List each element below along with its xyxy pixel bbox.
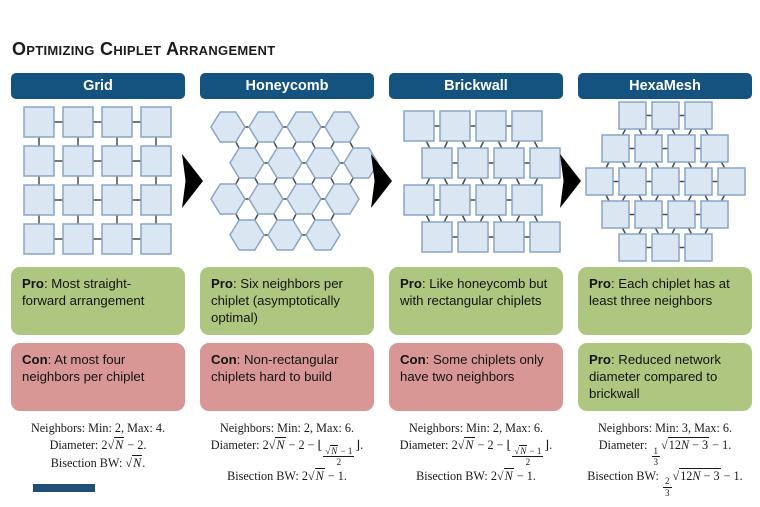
con-label: Con: [400, 352, 426, 367]
neighbors-formula: Neighbors: Min: 2, Max: 6.: [408, 421, 544, 435]
diameter-formula: Diameter: 2N − 2 − ⌊N − 12⌋.: [389, 437, 563, 467]
pro-label: Pro: [211, 276, 233, 291]
pro-label: Pro: [589, 276, 611, 291]
column-grid: Grid Pro: Most straight-forward arrangem…: [11, 73, 185, 498]
column-header-brickwall: Brickwall: [389, 73, 563, 99]
stats-hexamesh: Neighbors: Min: 3, Max: 6. Diameter: 131…: [578, 420, 752, 498]
footer-accent-bar: [33, 484, 95, 492]
arrow-column: [371, 73, 392, 498]
pro-label: Pro: [400, 276, 422, 291]
column-header-honeycomb: Honeycomb: [200, 73, 374, 99]
con-text: : At most four neighbors per chiplet: [22, 352, 145, 385]
column-honeycomb: Honeycomb Pro: Six neighbors per chiplet…: [200, 73, 379, 498]
brickwall-diagram: [389, 99, 563, 263]
pro-text: : Like honeycomb but with rectangular ch…: [400, 276, 548, 309]
slide-title: Optimizing Chiplet Arrangement: [12, 39, 276, 60]
pro-text: : Most straight-forward arrangement: [22, 276, 145, 309]
column-hexamesh: HexaMesh Pro: Each chiplet has at least …: [578, 73, 752, 498]
pro-text: : Six neighbors per chiplet (asymptotica…: [211, 276, 343, 326]
honeycomb-diagram: [200, 99, 379, 263]
column-header-hexamesh: HexaMesh: [578, 73, 752, 99]
pro-text: : Reduced network diameter compared to b…: [589, 352, 721, 402]
bisection-formula: Bisection BW: N.: [11, 454, 185, 472]
arrow-column: [182, 73, 203, 498]
diameter-formula: Diameter: 1312N − 3 − 1.: [578, 437, 752, 467]
diameter-formula: Diameter: 2N − 2 − ⌊N − 12⌋.: [200, 437, 374, 467]
con-label: Con: [22, 352, 48, 367]
bisection-formula: Bisection BW: 2N − 1.: [200, 467, 374, 485]
stats-grid: Neighbors: Min: 2, Max: 4. Diameter: 2N …: [11, 420, 185, 472]
pro-box: Pro: Like honeycomb but with rectangular…: [389, 267, 563, 335]
brickwall-diagram-svg: [403, 109, 561, 253]
pro-box: Pro: Each chiplet has at least three nei…: [578, 267, 752, 335]
bisection-formula: Bisection BW: 2N − 1.: [389, 467, 563, 485]
con-text: : Non-rectangular chiplets hard to build: [211, 352, 339, 385]
honeycomb-diagram-svg: [210, 111, 379, 251]
con-box: Con: Non-rectangular chiplets hard to bu…: [200, 343, 374, 411]
pro-box-2: Pro: Reduced network diameter compared t…: [578, 343, 752, 411]
neighbors-formula: Neighbors: Min: 2, Max: 4.: [30, 421, 166, 435]
stats-brickwall: Neighbors: Min: 2, Max: 6. Diameter: 2N …: [389, 420, 563, 485]
con-label: Con: [211, 352, 237, 367]
hexamesh-diagram: [578, 99, 752, 263]
pro-label: Pro: [22, 276, 44, 291]
columns-layout: Grid Pro: Most straight-forward arrangem…: [11, 73, 752, 498]
stats-honeycomb: Neighbors: Min: 2, Max: 6. Diameter: 2N …: [200, 420, 374, 485]
column-header-grid: Grid: [11, 73, 185, 99]
pro-box: Pro: Most straight-forward arrangement: [11, 267, 185, 335]
pro-label: Pro: [589, 352, 611, 367]
pro-box: Pro: Six neighbors per chiplet (asymptot…: [200, 267, 374, 335]
bisection-formula: Bisection BW: 2312N − 3 − 1.: [578, 467, 752, 498]
grid-diagram: [11, 99, 185, 263]
con-text: : Some chiplets only have two neighbors: [400, 352, 544, 385]
hexamesh-diagram-svg: [584, 100, 746, 262]
con-box: Con: Some chiplets only have two neighbo…: [389, 343, 563, 411]
column-brickwall: Brickwall Pro: Like honeycomb but with r…: [389, 73, 563, 498]
neighbors-formula: Neighbors: Min: 3, Max: 6.: [597, 421, 733, 435]
pro-text: : Each chiplet has at least three neighb…: [589, 276, 730, 309]
grid-diagram-svg: [23, 106, 172, 255]
arrow-column: [560, 73, 581, 498]
diameter-formula: Diameter: 2N − 2.: [11, 437, 185, 454]
neighbors-formula: Neighbors: Min: 2, Max: 6.: [219, 421, 355, 435]
con-box: Con: At most four neighbors per chiplet: [11, 343, 185, 411]
